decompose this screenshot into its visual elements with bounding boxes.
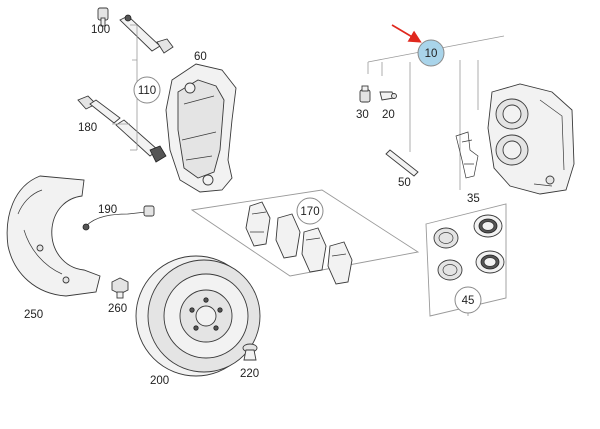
callout-180: 180 (78, 122, 97, 134)
callout-170-bubble[interactable] (296, 197, 324, 225)
highlight-arrow (391, 24, 422, 43)
bleed-cap-30[interactable] (359, 85, 371, 103)
callout-20: 20 (382, 109, 395, 121)
callout-260: 260 (108, 303, 127, 315)
caliper-housing[interactable] (487, 83, 575, 195)
callout-190: 190 (98, 204, 117, 216)
pad-set-frame (190, 189, 420, 277)
bleed-screw-20[interactable] (379, 91, 397, 101)
spring-clips-35[interactable] (455, 131, 479, 179)
bolt-260[interactable] (111, 277, 129, 299)
callout-200: 200 (150, 375, 169, 387)
screw-220[interactable] (242, 343, 258, 361)
callout-250: 250 (24, 309, 43, 321)
callout-100: 100 (91, 24, 110, 36)
seal-kit-45[interactable] (433, 214, 505, 281)
callout-220: 220 (240, 368, 259, 380)
bolt-110[interactable] (115, 119, 167, 163)
guide-pin-50[interactable] (385, 149, 419, 177)
wear-sensor-190[interactable] (82, 205, 155, 231)
callout-60: 60 (194, 51, 207, 63)
brake-pads-170[interactable] (245, 201, 353, 285)
callout-10-bubble[interactable] (417, 39, 445, 67)
callout-35: 35 (467, 193, 480, 205)
callout-110: 110 (138, 85, 156, 97)
callout-170: 170 (300, 206, 319, 218)
callout-45-bubble[interactable] (454, 286, 482, 314)
bolt-180[interactable] (77, 95, 121, 124)
callout-30: 30 (356, 109, 369, 121)
callout-45: 45 (462, 295, 475, 307)
callout-50: 50 (398, 177, 411, 189)
dust-shield-250[interactable] (6, 175, 101, 297)
brake-disc-200[interactable] (135, 255, 261, 377)
seal-kit-frame (425, 203, 507, 317)
callout-10: 10 (425, 48, 438, 60)
caliper-bracket-60[interactable] (165, 63, 237, 193)
callout-110-bubble[interactable] (133, 76, 161, 104)
